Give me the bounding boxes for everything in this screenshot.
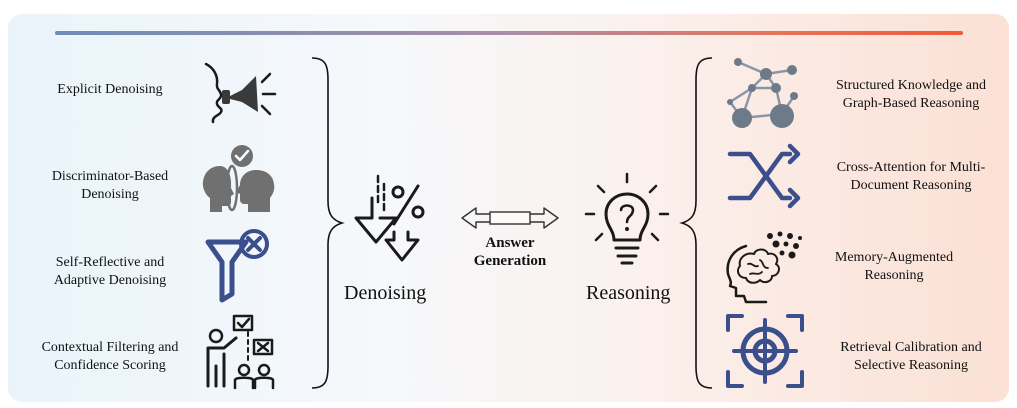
background-panel [8,14,1009,402]
method-discriminator-denoising: Discriminator-Based Denoising [40,168,180,204]
target-crosshair-icon [726,314,804,388]
method-label-line: Retrieval Calibration and [840,340,982,355]
graph-network-icon [727,58,798,128]
method-contextual-filtering: Contextual Filtering and Confidence Scor… [28,339,192,375]
right-curly-brace [679,57,713,389]
method-cross-attention: Cross-Attention for Multi- Document Reas… [816,159,1006,195]
answer-label-line: Generation [473,253,547,269]
method-label-line: Document Reasoning [850,178,972,193]
method-structured-knowledge: Structured Knowledge and Graph-Based Rea… [816,77,1006,113]
double-arrow-icon [461,207,559,229]
method-label-line: Contextual Filtering and [41,340,179,355]
presenter-checklist-icon [206,314,275,390]
method-label-line: Graph-Based Reasoning [842,96,980,111]
filter-funnel-x-icon [205,229,269,303]
method-explicit-denoising: Explicit Denoising [40,81,180,99]
method-label-line: Explicit Denoising [57,82,163,97]
method-retrieval-calibration: Retrieval Calibration and Selective Reas… [816,339,1006,375]
megaphone-shout-icon [204,62,277,124]
answer-label-line: Answer [485,235,535,251]
method-label-line: Structured Knowledge and [835,78,987,93]
answer-generation-label: Answer Generation [458,234,562,270]
top-gradient-line [55,31,963,35]
left-curly-brace [311,57,345,389]
method-self-reflective-denoising: Self-Reflective and Adaptive Denoising [40,254,180,290]
method-memory-augmented: Memory-Augmented Reasoning [816,249,972,285]
method-label-line: Cross-Attention for Multi- [836,160,986,175]
down-arrows-percent-icon [354,174,425,262]
head-mirror-check-icon [202,145,275,212]
method-label-line: Self-Reflective and [55,255,165,270]
method-label-line: Reasoning [864,268,924,283]
method-label-line: Selective Reasoning [854,358,968,373]
crossing-arrows-icon [727,143,801,209]
brain-head-icon [726,231,802,304]
lightbulb-question-icon [584,172,670,265]
method-label-line: Denoising [81,187,139,202]
denoising-label: Denoising [344,282,427,304]
method-label-line: Adaptive Denoising [53,273,167,288]
method-label-line: Memory-Augmented [834,250,954,265]
reasoning-label: Reasoning [586,282,671,304]
method-label-line: Discriminator-Based [51,169,169,184]
method-label-line: Confidence Scoring [54,358,166,373]
